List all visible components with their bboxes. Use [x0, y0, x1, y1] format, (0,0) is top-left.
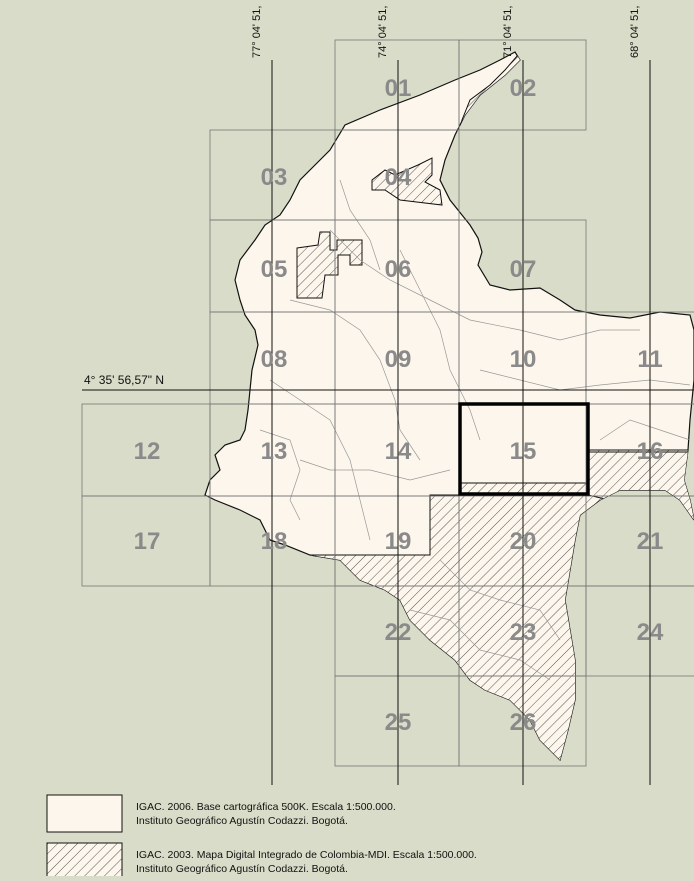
- sheet-label-25: 25: [385, 709, 412, 736]
- hatched-area-04: [371, 157, 443, 206]
- sheet-label-11: 11: [637, 346, 662, 373]
- sheet-label-13: 13: [261, 438, 288, 465]
- meridian-lines: [271, 60, 651, 785]
- sheet-label-26: 26: [510, 709, 537, 736]
- sheet-label-18: 18: [261, 528, 288, 555]
- sheet-label-17: 17: [134, 528, 161, 555]
- sheet-label-14: 14: [385, 438, 412, 465]
- legend-item-2-line-1: IGAC. 2003. Mapa Digital Integrado de Co…: [136, 849, 477, 861]
- legend-item-1-line-1: IGAC. 2006. Base cartográfica 500K. Esca…: [136, 801, 396, 813]
- legend-item-1-line-2: Instituto Geográfico Agustín Codazzi. Bo…: [136, 815, 348, 827]
- sheet-label-01: 01: [385, 75, 412, 102]
- sheet-label-12: 12: [134, 438, 161, 465]
- sheet-label-05: 05: [261, 256, 288, 283]
- hatched-area-05: [296, 231, 363, 299]
- longitude-label-1: 77° 04' 51,: [251, 6, 263, 58]
- legend-item-2-line-2: Instituto Geográfico Agustín Codazzi. Bo…: [136, 863, 348, 875]
- legend-swatch-plain: [46, 794, 123, 833]
- highlighted-sheet-frame: [458, 402, 590, 496]
- sheet-label-10: 10: [510, 346, 537, 373]
- sheet-label-15: 15: [510, 438, 537, 465]
- sheet-label-08: 08: [261, 346, 288, 373]
- legend: IGAC. 2006. Base cartográfica 500K. Esca…: [46, 794, 477, 881]
- longitude-label-4: 68° 04' 51,: [629, 6, 641, 58]
- sheet-numbers: 01 02 03 04 05 06 07 08 09 10 11 12 13 1…: [134, 75, 664, 736]
- sheet-label-19: 19: [385, 528, 412, 555]
- sheet-label-02: 02: [510, 75, 537, 102]
- sheet-label-20: 20: [510, 528, 537, 555]
- sheet-label-21: 21: [637, 528, 664, 555]
- longitude-label-3: 71° 04' 51,: [502, 6, 514, 58]
- longitude-label-2: 74° 04' 51,: [377, 6, 389, 58]
- sheet-label-16: 16: [637, 438, 664, 465]
- sheet-label-04: 04: [385, 164, 412, 191]
- sheet-label-06: 06: [385, 256, 412, 283]
- sheet-label-23: 23: [510, 619, 537, 646]
- latitude-label: 4° 35' 56,57" N: [84, 373, 164, 387]
- internal-boundaries: [259, 179, 691, 681]
- sheet-label-09: 09: [385, 346, 412, 373]
- sheet-label-22: 22: [385, 619, 412, 646]
- sheet-label-07: 07: [510, 256, 537, 283]
- legend-swatch-hatched: [46, 842, 123, 881]
- longitude-labels: 77° 04' 51, 74° 04' 51, 71° 04' 51, 68° …: [251, 6, 641, 58]
- sheet-label-03: 03: [261, 164, 288, 191]
- sheet-label-24: 24: [637, 619, 664, 646]
